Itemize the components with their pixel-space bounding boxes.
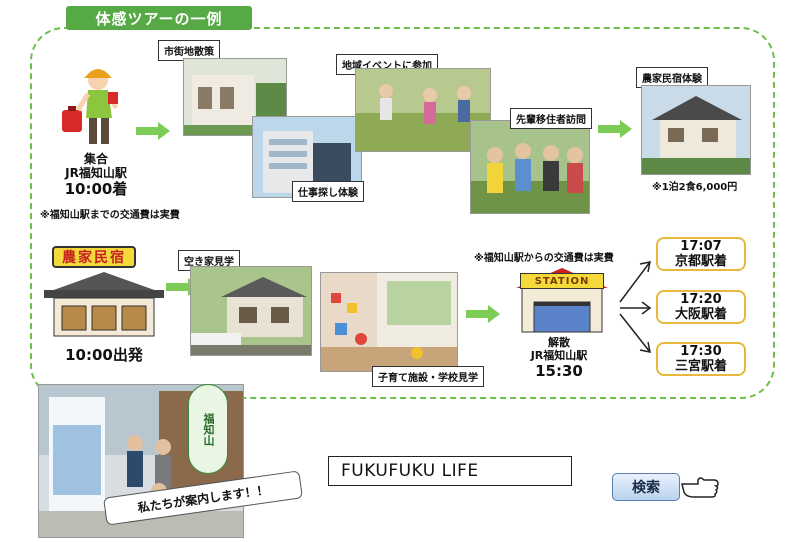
- branch-arrows: [619, 261, 652, 353]
- farmhouse-sign: 農家民宿: [52, 246, 136, 268]
- label-job-search: 仕事探し体験: [292, 181, 364, 202]
- arrival-time: 17:30: [680, 344, 722, 359]
- label-childcare: 子育て施設・学校見学: [372, 366, 484, 387]
- arrival-place: 三宮駅着: [674, 359, 727, 374]
- label-farm-stay: 農家民宿体験: [636, 67, 708, 88]
- arrow-right-icon: [136, 122, 170, 140]
- arrival-time: 17:07: [680, 239, 722, 254]
- search-button[interactable]: 検索: [612, 473, 680, 501]
- dispersal-time: 15:30: [535, 362, 583, 380]
- dispersal-label: 解散: [548, 336, 570, 349]
- arrival-box-kyoto: 17:07 京都駅着: [656, 237, 746, 271]
- pointing-hand-icon: [680, 472, 720, 502]
- farm-stay-price: ※1泊2食6,000円: [652, 182, 738, 193]
- traveler-illustration: [58, 60, 128, 152]
- depart-time: 10:00出発: [65, 346, 143, 364]
- arrival-time: 17:20: [680, 292, 722, 307]
- arrow-right-icon: [598, 120, 632, 138]
- station-sign: STATION: [520, 273, 604, 289]
- dispersal-station: JR福知山駅: [530, 349, 588, 362]
- arrow-right-icon: [466, 305, 500, 323]
- page-title: 体感ツアーの一例: [66, 6, 252, 30]
- dispersal-note: ※福知山駅からの交通費は実費: [474, 253, 614, 264]
- tour-frame: [30, 27, 775, 399]
- photo-farm-stay: [641, 85, 751, 175]
- meeting-note: ※福知山駅までの交通費は実費: [40, 210, 180, 221]
- label-senior-visit: 先輩移住者訪問: [510, 108, 592, 129]
- farmhouse-illustration: [44, 270, 164, 338]
- photo-vacant-house: [190, 266, 312, 356]
- banner-sign: 福知山: [188, 384, 228, 474]
- photo-town-walk: [183, 58, 287, 136]
- photo-childcare: [320, 272, 458, 372]
- arrival-box-osaka: 17:20 大阪駅着: [656, 290, 746, 324]
- brand-search-box[interactable]: FUKUFUKU LIFE: [328, 456, 572, 486]
- arrival-box-sannomiya: 17:30 三宮駅着: [656, 342, 746, 376]
- photo-senior-visit: [470, 120, 590, 214]
- meeting-info: 集合 JR福知山駅 10:00着: [46, 152, 146, 198]
- meeting-label: 集合: [83, 152, 108, 166]
- arrival-place: 大阪駅着: [674, 307, 727, 322]
- arrival-place: 京都駅着: [674, 254, 727, 269]
- meeting-station: JR福知山駅: [65, 166, 127, 180]
- photo-local-event: [355, 68, 491, 152]
- meeting-time: 10:00着: [64, 180, 128, 198]
- dispersal-info: 解散 JR福知山駅 15:30: [504, 336, 614, 380]
